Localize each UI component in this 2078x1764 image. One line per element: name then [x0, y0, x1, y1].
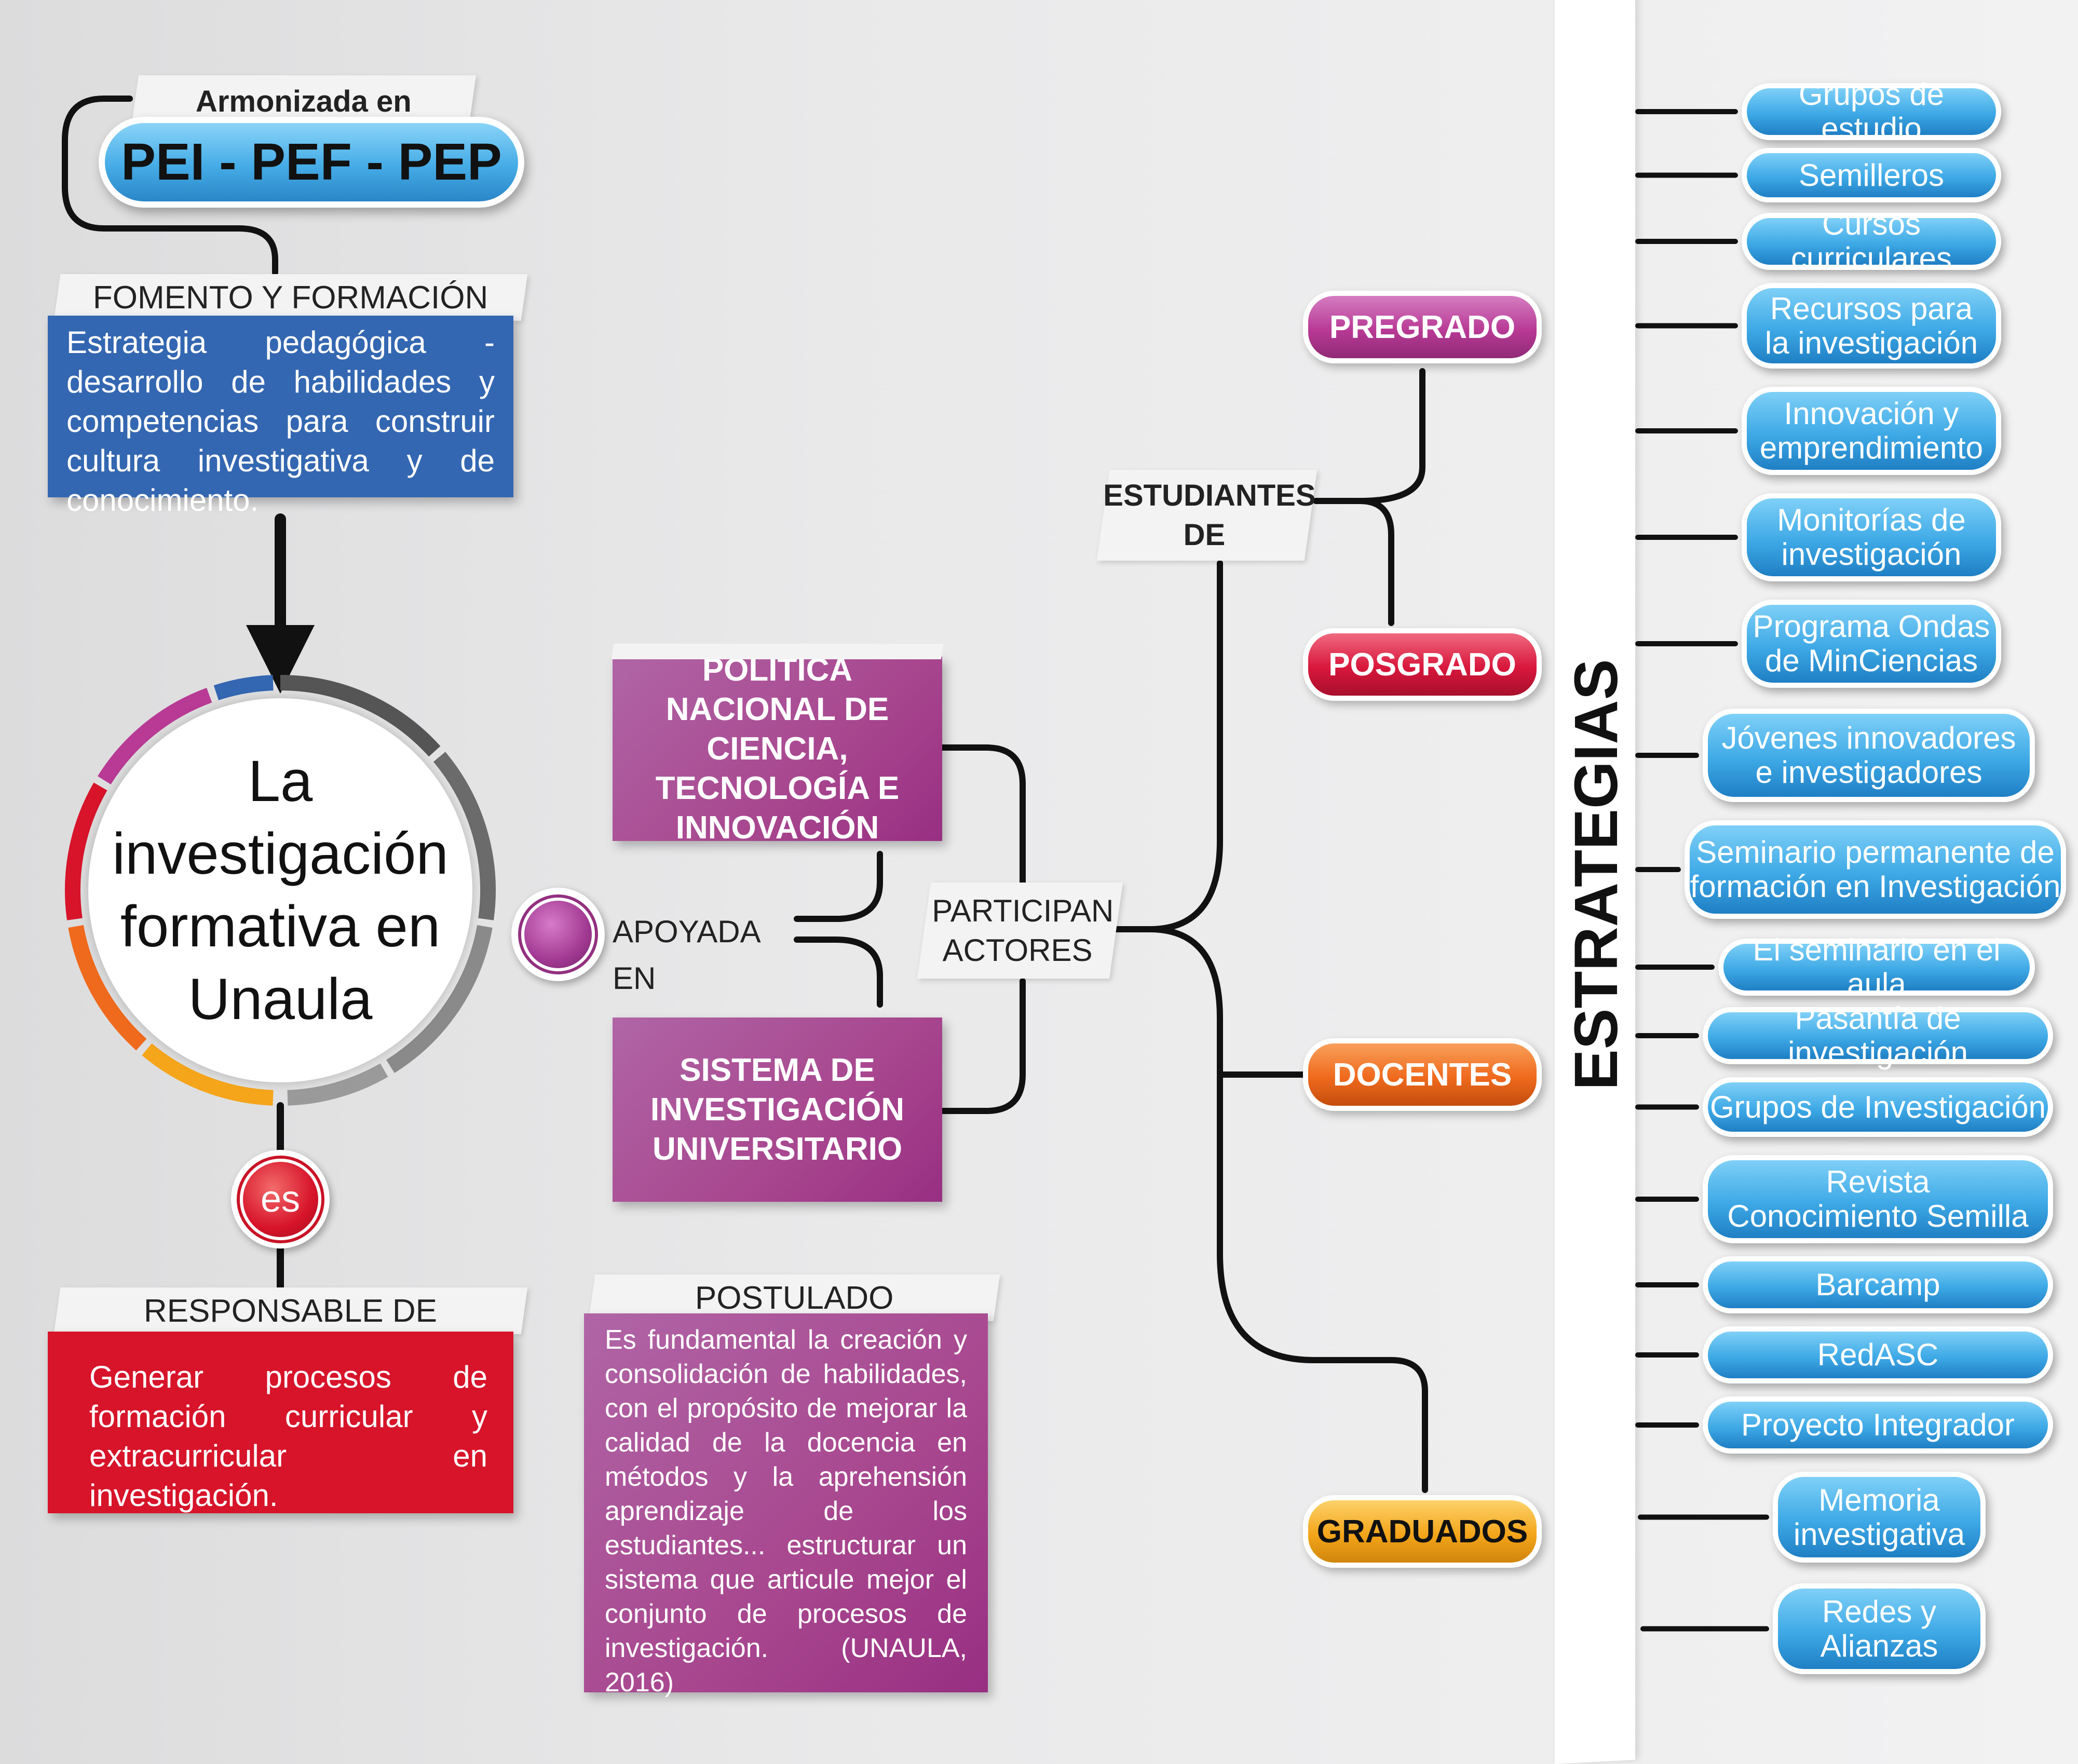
sistema-block: SISTEMA DE INVESTIGACIÓN UNIVERSITARIO — [613, 1017, 942, 1202]
postulado-label: POSTULADO — [695, 1280, 894, 1316]
es-badge: es — [231, 1150, 330, 1249]
strategy-label: Programa Ondas de MinCiencias — [1753, 609, 1990, 678]
posgrado-link — [1357, 498, 1394, 626]
strategy-label: Grupos de Investigación — [1709, 1089, 2046, 1124]
estudiantes-line2: DE — [1183, 518, 1225, 552]
sistema-text: SISTEMA DE INVESTIGACIÓN UNIVERSITARIO — [650, 1052, 905, 1167]
strategy-pill: Grupos de estudio — [1742, 77, 2001, 146]
ring-segment — [213, 675, 274, 700]
center-title-line2: investigación — [112, 821, 449, 886]
center-title-line1: La — [248, 749, 313, 813]
docentes-pill: DOCENTES — [1303, 1038, 1542, 1111]
participan-line1: PARTICIPAN — [932, 893, 1114, 928]
strategy-label: Recursos para la investigación — [1764, 291, 1978, 360]
strategy-label: Cursos curriculares — [1790, 207, 1952, 276]
strategy-pill: Cursos curriculares — [1742, 207, 2001, 276]
strategy-pill: Semilleros — [1742, 148, 2001, 202]
postulado-text-block: Es fundamental la creación y consolidaci… — [584, 1313, 988, 1698]
strategy-label: RedASC — [1817, 1337, 1939, 1372]
responsable-text-block: Generar procesos de formación curricular… — [48, 1332, 513, 1513]
strategy-label: Barcamp — [1815, 1267, 1940, 1302]
responsable-label: RESPONSABLE DE — [144, 1293, 438, 1329]
center-title-line4: Unaula — [188, 967, 373, 1032]
center-circle: La investigación formativa en Unaula — [88, 698, 472, 1082]
ring-segment — [65, 782, 107, 920]
armonizada-label: Armonizada en — [196, 84, 412, 118]
center-ring — [65, 675, 496, 1106]
apoyada-icon — [511, 888, 605, 981]
ring-segment — [433, 752, 496, 920]
strategy-label: El seminario en el aula — [1753, 932, 2001, 1001]
estudiantes-box: ESTUDIANTES DE — [1096, 470, 1318, 561]
strategy-pill: Pasantía de investigación — [1703, 1001, 2053, 1070]
strategy-pill: Memoria investigativa — [1773, 1472, 1986, 1563]
strategy-pill: Jóvenes innovadores e investigadores — [1703, 709, 2035, 802]
strategy-label: Monitorías de investigación — [1777, 503, 1966, 572]
strategy-label: Memoria investigativa — [1793, 1482, 1965, 1552]
responsable-tab: RESPONSABLE DE — [53, 1287, 528, 1334]
sistema-link — [939, 978, 1026, 1114]
postulado-text: Es fundamental la creación y consolidaci… — [605, 1325, 967, 1698]
strategy-pill: Revista Conocimiento Semilla — [1703, 1155, 2053, 1243]
pei-hook-line — [62, 96, 278, 276]
estudiantes-line1: ESTUDIANTES — [1103, 478, 1316, 512]
responsable-text: Generar procesos de formación curricular… — [89, 1360, 487, 1513]
strategy-pill: Redes y Alianzas — [1773, 1583, 1986, 1674]
strategy-pill: Programa Ondas de MinCiencias — [1742, 600, 2001, 688]
strategy-label: Seminario permanente de formación en Inv… — [1690, 835, 2061, 904]
pei-label: PEI - PEF - PEP — [121, 133, 502, 191]
fomento-text-block: Estrategia pedagógica - desarrollo de ha… — [48, 316, 513, 518]
ring-segment — [280, 675, 441, 757]
politica-tab — [611, 644, 944, 659]
apoyada-label: APOYADA EN — [613, 914, 759, 996]
ring-segment — [68, 925, 147, 1051]
strategy-pill: Recursos para la investigación — [1742, 283, 2001, 369]
strategy-label: Jóvenes innovadores e investigadores — [1721, 721, 2016, 790]
docentes-branch — [1147, 926, 1428, 1493]
posgrado-pill: POSGRADO — [1303, 628, 1542, 701]
strategy-connectors — [1635, 109, 1769, 1632]
politica-block: POLÍTICA NACIONAL DE CIENCIA, TECNOLOGÍA… — [613, 652, 942, 846]
fomento-text: Estrategia pedagógica - desarrollo de ha… — [66, 325, 495, 518]
participan-line2: ACTORES — [942, 932, 1093, 968]
participan-box: PARTICIPAN ACTORES — [917, 883, 1123, 979]
pei-pill: PEI - PEF - PEP — [99, 117, 524, 208]
strategy-pill: Grupos de Investigación — [1703, 1077, 2053, 1137]
estrategias-title: ESTRATEGIAS — [1562, 659, 1631, 1090]
apoyada-brace — [794, 851, 883, 1008]
ring-segment — [386, 925, 493, 1073]
ring-segment — [142, 1043, 274, 1106]
ring-segment — [287, 1063, 388, 1106]
pregrado-pill: PREGRADO — [1303, 291, 1542, 363]
graduados-pill: GRADUADOS — [1303, 1495, 1542, 1568]
strategy-label: Innovación y emprendimiento — [1759, 396, 1984, 465]
strategy-label: Semilleros — [1798, 157, 1945, 193]
fomento-tab: FOMENTO Y FORMACIÓN — [53, 274, 528, 321]
es-label: es — [260, 1178, 301, 1220]
strategy-pill: Barcamp — [1703, 1256, 2053, 1313]
strategy-pill: Proyecto Integrador — [1703, 1396, 2053, 1454]
strategy-label: Proyecto Integrador — [1741, 1407, 2015, 1442]
strategy-pill: El seminario en el aula — [1718, 933, 2035, 1001]
strategy-pill: RedASC — [1703, 1326, 2053, 1383]
strategy-pill: Monitorías de investigación — [1742, 493, 2001, 581]
graduados-label: GRADUADOS — [1316, 1513, 1528, 1550]
strategy-label: Grupos de estudio — [1798, 77, 1945, 146]
strategy-label: Revista Conocimiento Semilla — [1727, 1164, 2029, 1233]
strategy-pill: Innovación y emprendimiento — [1742, 387, 2001, 475]
fomento-label: FOMENTO Y FORMACIÓN — [93, 279, 488, 316]
strategy-label: Redes y Alianzas — [1820, 1594, 1938, 1663]
participan-branch — [1113, 560, 1223, 932]
strategy-pill: Seminario permanente de formación en Inv… — [1685, 820, 2066, 919]
ring-segment — [98, 688, 212, 785]
posgrado-label: POSGRADO — [1328, 646, 1516, 683]
strategy-label: Pasantía de investigación — [1788, 1001, 1968, 1070]
estudiantes-link — [1313, 368, 1425, 504]
politica-link — [939, 744, 1026, 886]
politica-text: POLÍTICA NACIONAL DE CIENCIA, TECNOLOGÍA… — [655, 652, 900, 846]
center-title-line3: formativa en — [120, 894, 441, 959]
docentes-label: DOCENTES — [1333, 1056, 1512, 1093]
pregrado-label: PREGRADO — [1329, 309, 1516, 345]
